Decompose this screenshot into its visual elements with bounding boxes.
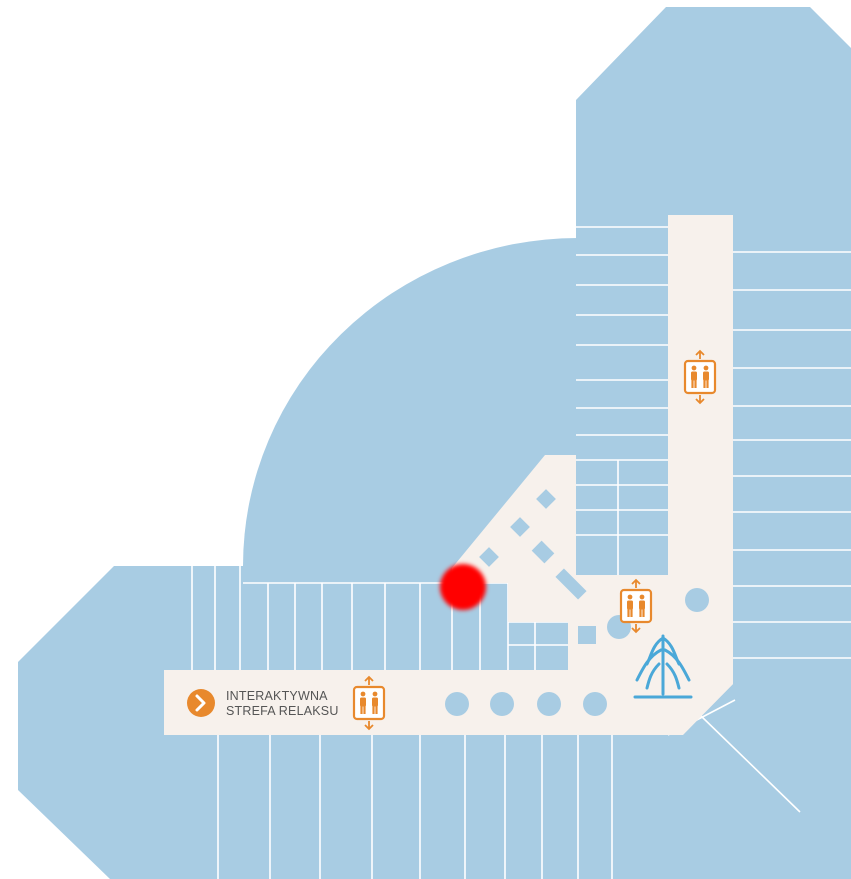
elevator-icon[interactable]: [619, 578, 653, 634]
kiosk-round[interactable]: [537, 692, 561, 716]
kiosk-round[interactable]: [685, 588, 709, 612]
kiosk[interactable]: [578, 626, 596, 644]
kiosk-round[interactable]: [445, 692, 469, 716]
relax-zone-line1: INTERAKTYWNA: [226, 689, 328, 703]
kiosk[interactable]: [536, 489, 556, 509]
corridor-vertical: [668, 215, 733, 717]
elevator-icon[interactable]: [683, 349, 717, 405]
kiosk[interactable]: [531, 540, 555, 564]
kiosk[interactable]: [555, 568, 587, 600]
chevron-right-circle-icon[interactable]: [187, 689, 215, 717]
shop-block-rotunda[interactable]: [243, 238, 578, 600]
fountain-icon: [633, 634, 693, 699]
relax-zone-label[interactable]: INTERAKTYWNA STREFA RELAKSU: [187, 689, 339, 718]
kiosk-round[interactable]: [583, 692, 607, 716]
current-location-dot[interactable]: [440, 564, 486, 610]
kiosk-round[interactable]: [490, 692, 514, 716]
kiosk[interactable]: [479, 547, 499, 567]
relax-zone-line2: STREFA RELAKSU: [226, 704, 339, 718]
shop-dividers: [191, 226, 851, 879]
chevron-right-glyph: [195, 694, 206, 712]
elevator-icon[interactable]: [352, 675, 386, 731]
kiosk[interactable]: [510, 517, 530, 537]
kiosks: [445, 489, 709, 716]
